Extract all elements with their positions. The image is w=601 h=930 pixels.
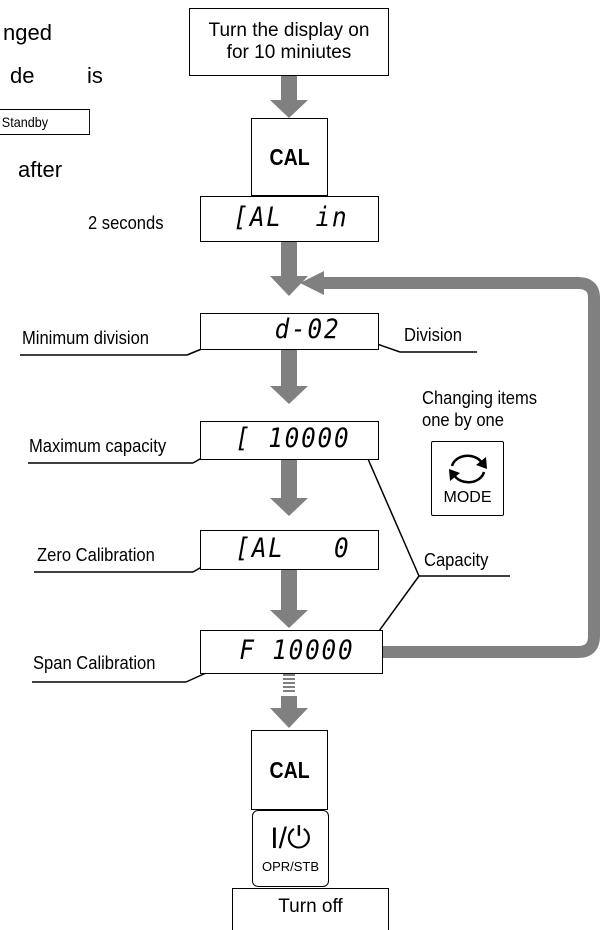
display-cal-in-text: [AL in	[233, 202, 349, 233]
standby-key-label: Standby	[0, 109, 90, 135]
rotate-arrows-icon	[448, 454, 487, 483]
paragraph-fragment-2a: de	[10, 63, 35, 88]
display-cal-in: [AL in	[200, 196, 379, 242]
cal-key-top-label: CAL	[269, 143, 310, 170]
hold-duration-label: 2 seconds	[88, 213, 164, 233]
mode-key[interactable]: MODE	[431, 441, 504, 516]
display-zero-calibration-text: [AL 0	[235, 533, 351, 564]
step-turn-off-text: Turn off	[278, 895, 343, 917]
label-maximum-capacity: Maximum capacity	[29, 436, 167, 456]
step-turn-display-on-text: Turn the display on for 10 miniutes	[208, 20, 370, 63]
display-zero-calibration: [AL 0	[200, 530, 379, 570]
display-span-calibration: F 10000	[200, 630, 383, 674]
cal-key-top[interactable]: CAL	[251, 118, 328, 196]
label-division: Division	[404, 325, 462, 345]
label-capacity: Capacity	[424, 550, 489, 570]
paragraph-fragment-2b: is	[87, 63, 103, 88]
display-division-text: d-02	[274, 314, 341, 345]
cal-key-bottom[interactable]: CAL	[251, 730, 328, 810]
display-capacity: [ 10000	[200, 421, 379, 460]
label-changing-items: Changing items one by one	[422, 388, 538, 430]
paragraph-fragment-4: after	[18, 157, 63, 182]
display-division: d-02	[200, 313, 379, 350]
power-icon: I/⏻	[270, 822, 311, 855]
display-span-calibration-text: F 10000	[239, 635, 355, 666]
mode-key-label: MODE	[443, 488, 492, 506]
cal-key-bottom-label: CAL	[269, 756, 310, 783]
label-minimum-division: Minimum division	[22, 328, 150, 348]
step-turn-display-on: Turn the display on for 10 miniutes	[189, 8, 389, 76]
power-key-label: OPR/STB	[261, 859, 320, 874]
label-zero-calibration: Zero Calibration	[37, 545, 155, 565]
step-turn-off: Turn off	[232, 888, 389, 930]
display-capacity-text: [ 10000	[235, 423, 351, 454]
label-span-calibration: Span Calibration	[33, 653, 156, 673]
power-key[interactable]: I/⏻ OPR/STB	[252, 810, 329, 887]
paragraph-fragment-1: nged	[3, 20, 52, 45]
